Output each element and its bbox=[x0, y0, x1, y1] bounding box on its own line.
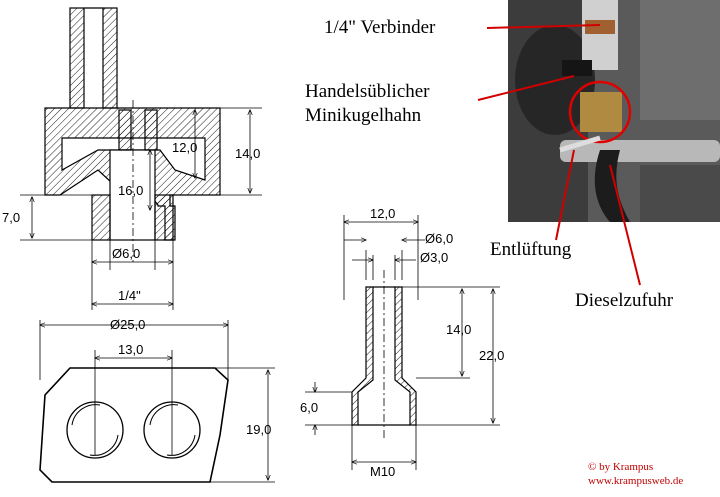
fitting-plan-view bbox=[39, 320, 275, 483]
nipple-outer-diameter-label: Ø6,0 bbox=[425, 231, 453, 246]
nipple-inner-diameter-label: Ø3,0 bbox=[420, 250, 448, 265]
fuel-supply-label: Dieselzufuhr bbox=[575, 290, 674, 311]
photo-callouts bbox=[477, 24, 641, 286]
total-height-label: 14,0 bbox=[235, 146, 260, 161]
plate-width-label: 19,0 bbox=[246, 422, 271, 437]
base-height-label: 7,0 bbox=[2, 210, 20, 225]
hole-spacing-label: 13,0 bbox=[118, 342, 143, 357]
credit-line-2: www.krampusweb.de bbox=[588, 475, 683, 487]
nipple-section-view bbox=[305, 215, 500, 470]
depth-label: 16,0 bbox=[118, 183, 143, 198]
nipple-shaft-length-label: 14,0 bbox=[446, 322, 471, 337]
nipple-thread-length-label: 6,0 bbox=[300, 400, 318, 415]
valve-label-line1: Handelsüblicher bbox=[305, 81, 430, 102]
credit-line-1: © by Krampus bbox=[588, 461, 653, 473]
nipple-thread-label: M10 bbox=[370, 464, 395, 479]
installation-photo bbox=[508, 0, 720, 222]
valve-label-line2: Minikugelhahn bbox=[305, 105, 422, 126]
inner-height-label: 12,0 bbox=[172, 140, 197, 155]
outer-diameter-label: Ø25,0 bbox=[110, 317, 145, 332]
nipple-total-length-label: 22,0 bbox=[479, 348, 504, 363]
connector-label: 1/4" Verbinder bbox=[324, 17, 436, 38]
vent-label: Entlüftung bbox=[490, 239, 572, 260]
thread-size-label: 1/4" bbox=[118, 288, 141, 303]
bore-diameter-label: Ø6,0 bbox=[112, 246, 140, 261]
nipple-top-width-label: 12,0 bbox=[370, 206, 395, 221]
fitting-section-view bbox=[20, 7, 262, 310]
